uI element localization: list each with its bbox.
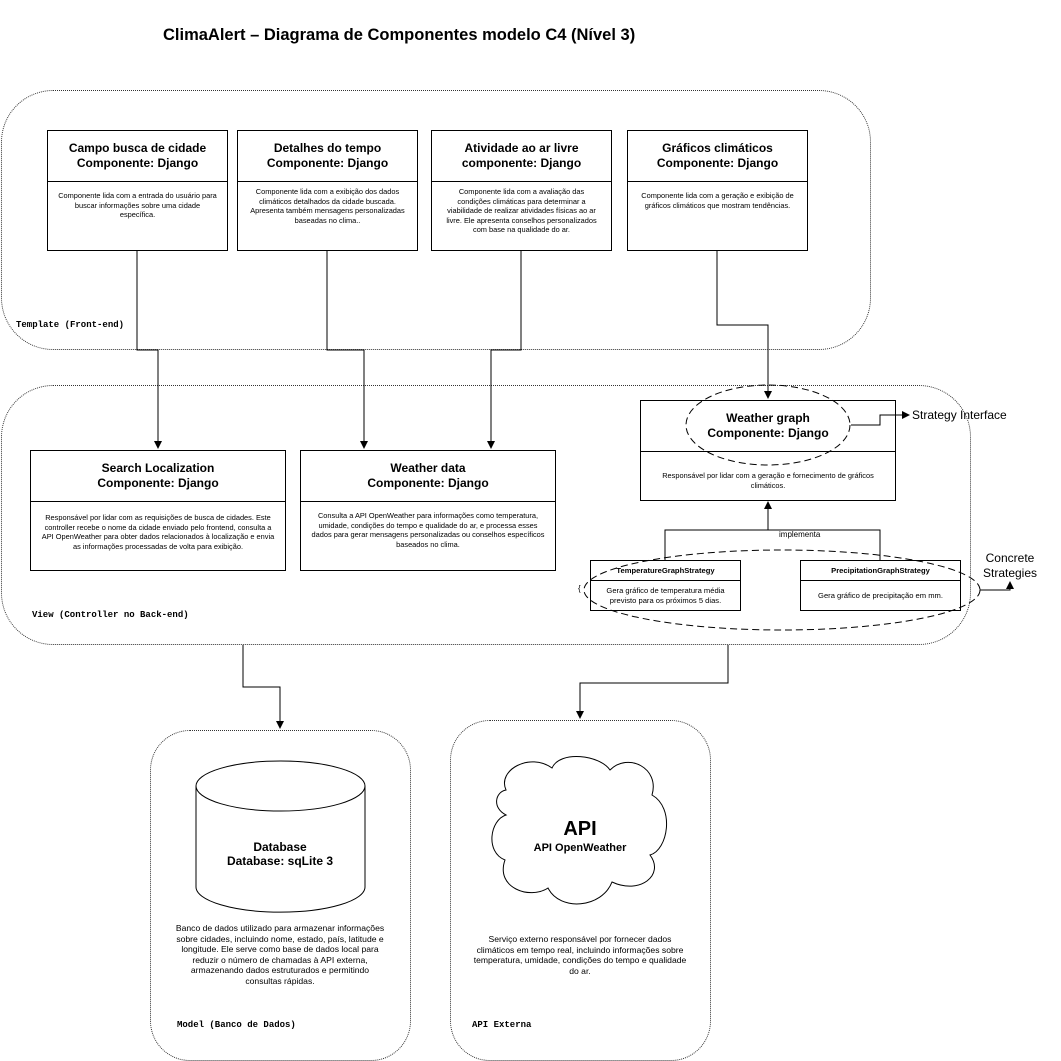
database-title: Database Database: sqLite 3: [222, 840, 338, 868]
arrow-campo-to-search: [136, 250, 162, 449]
api-type: API OpenWeather: [533, 842, 627, 854]
arrow-view-to-database: [242, 645, 284, 729]
api-name: API: [563, 818, 597, 840]
component-weather-data: Weather data Componente: Django Consulta…: [300, 450, 556, 571]
component-temperature-graph-strategy: TemperatureGraphStrategy Gera gráfico de…: [590, 560, 741, 611]
concrete-strategies-label: Concrete Strategies: [982, 551, 1038, 580]
component-description: Componente lida com a entrada do usuário…: [58, 191, 217, 220]
component-description: Gera gráfico de temperatura média previs…: [606, 586, 725, 605]
database-name: Database: [253, 840, 307, 854]
concrete-strategies-pointer: [980, 581, 1014, 591]
component-description: Gera gráfico de precipitação em mm.: [818, 591, 943, 600]
arrow-detalhes-to-weather-data: [326, 250, 368, 449]
database-cylinder-top: [195, 760, 366, 812]
implements-label: implementa: [779, 530, 821, 539]
component-description: Responsável por lidar com as requisições…: [41, 513, 275, 551]
arrow-view-to-api: [576, 645, 729, 719]
component-type: Componente: Django: [707, 426, 829, 440]
component-type: componente: Django: [461, 156, 582, 170]
component-type: Componente: Django: [76, 156, 199, 170]
view-backend-label: View (Controller no Back-end): [32, 610, 189, 620]
component-type: Componente: Django: [367, 476, 489, 490]
api-description: Serviço externo responsável por fornecer…: [473, 934, 687, 976]
model-database-label: Model (Banco de Dados): [177, 1020, 296, 1030]
cloud-icon: [491, 755, 667, 905]
component-precipitation-graph-strategy: PrecipitationGraphStrategy Gera gráfico …: [800, 560, 961, 611]
api-title: API API OpenWeather: [520, 817, 640, 855]
component-type: Componente: Django: [97, 476, 219, 490]
component-description: Componente lida com a geração e exibição…: [641, 191, 794, 210]
component-name: TemperatureGraphStrategy: [591, 561, 740, 581]
component-detalhes-tempo: Detalhes do tempo Componente: Django Com…: [237, 130, 418, 251]
component-description: Responsável por lidar com a geração e fo…: [662, 471, 874, 490]
template-frontend-group: [1, 90, 871, 350]
component-name: Gráficos climáticos: [662, 141, 773, 155]
component-description: Consulta a API OpenWeather para informaç…: [311, 511, 545, 549]
component-type: Componente: Django: [266, 156, 389, 170]
component-search-localization: Search Localization Componente: Django R…: [30, 450, 286, 571]
component-name: Campo busca de cidade: [68, 141, 207, 155]
strategy-interface-pointer: [851, 411, 910, 426]
component-name: Detalhes do tempo: [273, 141, 382, 155]
component-name: Weather data: [390, 461, 466, 475]
component-name: Weather graph: [726, 411, 810, 425]
interface-dashed-ellipse: [685, 384, 851, 466]
template-frontend-label: Template (Front-end): [16, 320, 125, 330]
database-description: Banco de dados utilizado para armazenar …: [175, 923, 385, 986]
component-name: PrecipitationGraphStrategy: [801, 561, 960, 581]
component-atividade-ar-livre: Atividade ao ar livre componente: Django…: [431, 130, 612, 251]
strategies-dashed-ellipse: [583, 549, 981, 631]
implements-connector: [664, 502, 881, 560]
component-description: Componente lida com a avaliação das cond…: [446, 187, 597, 235]
database-type: Database: sqLite 3: [226, 854, 334, 868]
database-cylinder: [195, 786, 366, 913]
diagram-title: ClimaAlert – Diagrama de Componentes mod…: [163, 26, 636, 44]
component-weather-graph: Weather graph Componente: Django Respons…: [640, 400, 896, 501]
arrow-graficos-to-weather-graph: [716, 250, 772, 399]
component-name: Atividade ao ar livre: [464, 141, 579, 155]
arrow-atividade-to-weather-data: [487, 250, 522, 449]
view-backend-group: [1, 385, 971, 645]
strategy-interface-label: Strategy Interface: [912, 408, 1007, 422]
bracket-mark: {: [578, 584, 581, 593]
component-description: Componente lida com a exibição dos dados…: [250, 187, 405, 225]
api-external-label: API Externa: [472, 1020, 532, 1030]
component-type: Componente: Django: [656, 156, 779, 170]
component-campo-busca: Campo busca de cidade Componente: Django…: [47, 130, 228, 251]
component-graficos-climaticos: Gráficos climáticos Componente: Django C…: [627, 130, 808, 251]
component-name: Search Localization: [101, 461, 215, 475]
